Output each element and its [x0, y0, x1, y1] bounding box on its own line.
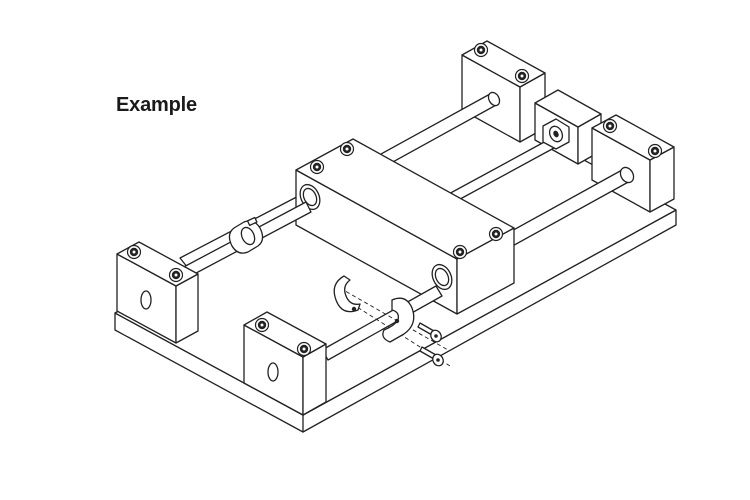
- carriage: [295, 138, 515, 315]
- support-block-front-left: [243, 311, 327, 416]
- guide-shaft-left: [177, 201, 312, 281]
- support-block-left: [116, 241, 199, 344]
- exploded-shaft-collar: [333, 275, 451, 367]
- example-title: Example: [116, 94, 197, 116]
- cap-screw-upper: [417, 322, 442, 343]
- cap-screw-lower: [419, 346, 444, 367]
